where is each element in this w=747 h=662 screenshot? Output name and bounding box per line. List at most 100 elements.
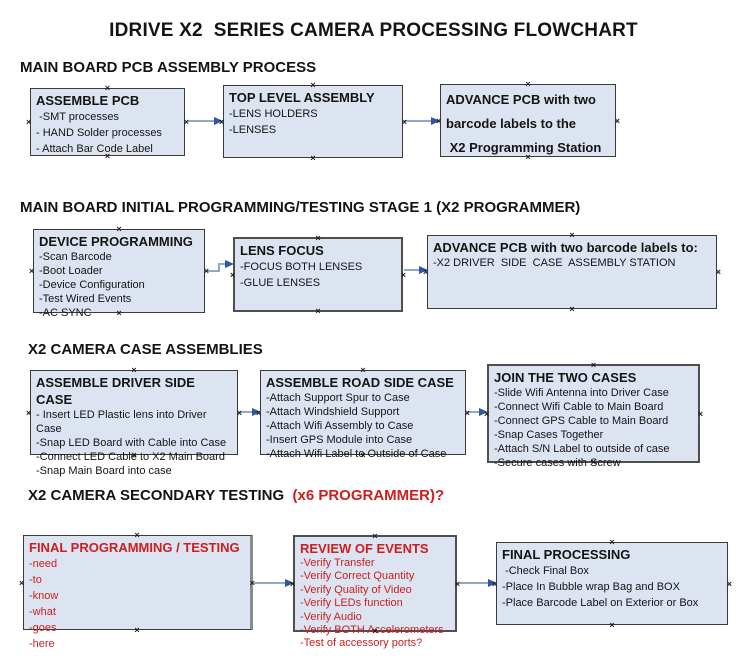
anchor-mark-icon: ×: [26, 117, 32, 127]
connector-arrowhead-icon: [431, 117, 440, 125]
anchor-mark-icon: ×: [464, 407, 470, 418]
anchor-mark-icon: ×: [590, 457, 597, 467]
box-title: FINAL PROGRAMMING / TESTING: [29, 540, 240, 555]
box-item: -Verify Audio: [300, 610, 362, 623]
box-join-the-two-cases: JOIN THE TWO CASES -Slide Wifi Antenna i…: [484, 361, 703, 470]
anchor-mark-icon: ×: [116, 308, 122, 318]
box-item: -Connect LED Cable to X2 Main Board: [36, 451, 225, 463]
box-item: -here: [29, 638, 55, 650]
anchor-mark-icon: ×: [525, 79, 531, 89]
box-item: -Verify LEDs function: [300, 597, 403, 610]
box-item: -need: [29, 558, 58, 570]
box-item: -what: [29, 606, 56, 618]
anchor-mark-icon: ×: [249, 577, 255, 588]
section-heading-initial-programming: MAIN BOARD INITIAL PROGRAMMING/TESTING S…: [20, 199, 581, 216]
connector-line: [404, 120, 432, 122]
anchor-mark-icon: ×: [454, 578, 460, 589]
box-title: LENS FOCUS: [240, 243, 324, 258]
box-item: -Place In Bubble wrap Bag and BOX: [502, 581, 680, 593]
anchor-mark-icon: ×: [614, 115, 620, 126]
anchor-mark-icon: ×: [401, 116, 407, 127]
box-item: -Connect GPS Cable to Main Board: [494, 415, 669, 427]
box-review-of-events: REVIEW OF EVENTS -Verify Transfer -Verif…: [290, 532, 460, 650]
anchor-mark-icon: ×: [360, 450, 366, 460]
anchor-mark-icon: ×: [484, 408, 490, 419]
box-item: -know: [29, 590, 59, 602]
box-title: DEVICE PROGRAMMING: [39, 234, 193, 249]
box-advance-pcb-driver-side-station: ADVANCE PCB with two barcode labels to: …: [423, 230, 721, 314]
anchor-mark-icon: ×: [423, 267, 429, 277]
box-title: REVIEW OF EVENTS: [300, 541, 429, 556]
box-item: -X2 DRIVER SIDE CASE ASSEMBLY STATION: [433, 257, 676, 269]
anchor-mark-icon: ×: [230, 269, 236, 280]
anchor-mark-icon: ×: [697, 408, 703, 419]
box-item: -Verify Quality of Video: [300, 583, 412, 596]
box-item: -Slide Wifi Antenna into Driver Case: [494, 387, 669, 399]
anchor-mark-icon: ×: [315, 233, 321, 243]
anchor-mark-icon: ×: [219, 116, 225, 127]
box-item: -to: [29, 574, 42, 586]
box-title: ASSEMBLE ROAD SIDE CASE: [266, 375, 454, 390]
connector-line: [254, 582, 286, 584]
anchor-mark-icon: ×: [134, 530, 140, 540]
box-item: -Attach Windshield Support: [266, 406, 400, 418]
anchor-mark-icon: ×: [726, 578, 732, 589]
box-item: - HAND Solder processes: [36, 127, 162, 139]
connector-line: [218, 263, 220, 272]
anchor-mark-icon: ×: [183, 117, 189, 127]
box-item: -Test of accessory ports?: [300, 637, 423, 650]
box-title: JOIN THE TWO CASES: [494, 370, 637, 385]
box-assemble-road-side-case: ASSEMBLE ROAD SIDE CASE -Attach Support …: [256, 366, 470, 461]
anchor-mark-icon: ×: [26, 407, 32, 418]
box-assemble-pcb: ASSEMBLE PCB -SMT processes - HAND Solde…: [26, 84, 189, 161]
anchor-mark-icon: ×: [315, 306, 321, 316]
box-item: -Attach Support Spur to Case: [266, 392, 410, 404]
box-assemble-driver-side-case: ASSEMBLE DRIVER SIDE CASE - Insert LED P…: [26, 365, 242, 478]
section-heading-red-part: (x6 PROGRAMMER)?: [288, 487, 445, 504]
box-title: ASSEMBLE PCB: [36, 93, 140, 108]
connector-arrowhead-icon: [225, 260, 234, 268]
anchor-mark-icon: ×: [609, 537, 615, 547]
box-item: -Boot Loader: [39, 265, 103, 277]
box-final-programming-testing: FINAL PROGRAMMING / TESTING -need -to -k…: [19, 530, 255, 651]
box-item: -Test Wired Events: [39, 293, 132, 305]
anchor-mark-icon: ×: [131, 365, 137, 375]
box-item: -LENS HOLDERS: [229, 108, 318, 120]
box-item: -Scan Barcode: [39, 251, 112, 263]
anchor-mark-icon: ×: [310, 153, 316, 163]
connector-line: [220, 263, 226, 265]
anchor-mark-icon: ×: [372, 626, 378, 636]
anchor-mark-icon: ×: [290, 578, 296, 589]
box-advance-pcb-programming-station: ADVANCE PCB with two barcode labels to t…: [436, 79, 620, 162]
box-item: - Attach Bar Code Label: [36, 143, 153, 155]
anchor-mark-icon: ×: [203, 266, 209, 276]
box-item: -Secure cases with Screw: [494, 457, 621, 469]
page-title: IDRIVE X2 SERIES CAMERA PROCESSING FLOWC…: [109, 20, 638, 41]
box-top-level-assembly: TOP LEVEL ASSEMBLY -LENS HOLDERS -LENSES…: [219, 80, 407, 163]
box-title: ADVANCE PCB with two: [446, 92, 596, 107]
box-title: ASSEMBLE DRIVER SIDE CASE: [36, 375, 199, 407]
box-device-programming: DEVICE PROGRAMMING -Scan Barcode -Boot L…: [29, 225, 209, 320]
section-heading-black-part: X2 CAMERA SECONDARY TESTING: [28, 487, 289, 504]
box-item: -Attach S/N Label to outside of case: [494, 443, 670, 455]
connector-line: [239, 411, 253, 413]
anchor-mark-icon: ×: [569, 230, 575, 240]
box-item: -AC SYNC: [39, 307, 92, 319]
box-item: -LENSES: [229, 124, 277, 136]
connector-line: [187, 120, 215, 122]
box-item: -Place Barcode Label on Exterior or Box: [502, 597, 699, 609]
anchor-mark-icon: ×: [310, 80, 316, 90]
anchor-mark-icon: ×: [400, 269, 406, 280]
box-item: X2 Programming Station: [446, 140, 602, 155]
anchor-mark-icon: ×: [715, 267, 721, 277]
box-title: FINAL PROCESSING: [502, 547, 631, 562]
anchor-mark-icon: ×: [525, 152, 531, 162]
connector-arrowhead-icon: [252, 408, 261, 416]
box-item: -Snap Cases Together: [494, 429, 604, 441]
box-item: -SMT processes: [36, 111, 119, 123]
box-item: -Connect Wifi Cable to Main Board: [494, 401, 664, 413]
anchor-mark-icon: ×: [492, 578, 498, 589]
section-heading-pcb-assembly: MAIN BOARD PCB ASSEMBLY PROCESS: [20, 59, 317, 76]
connector-line: [458, 582, 489, 584]
